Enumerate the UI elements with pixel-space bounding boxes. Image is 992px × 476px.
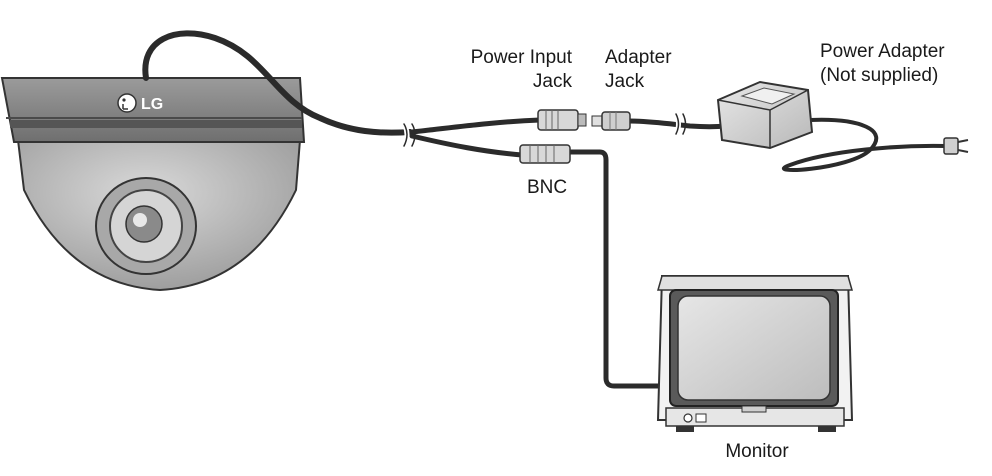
adapter-jack-label-line1: Adapter xyxy=(605,47,672,68)
dome-camera: LG xyxy=(0,77,306,292)
camera-brand-text: LG xyxy=(141,96,163,113)
adapter-jack-plug xyxy=(591,111,631,131)
monitor-label: Monitor xyxy=(702,440,812,464)
mains-plug xyxy=(943,137,969,155)
lg-logo: LG xyxy=(117,93,163,113)
monitor-device xyxy=(656,275,854,432)
camera-lens xyxy=(95,177,197,275)
bnc-cable xyxy=(409,133,525,158)
cables xyxy=(142,30,948,389)
power-adapter-label-line2: (Not supplied) xyxy=(820,65,939,86)
power-adapter-label-line1: Power Adapter xyxy=(820,41,945,62)
monitor-screen xyxy=(677,295,831,401)
camera-band xyxy=(10,120,302,128)
video-cable xyxy=(567,149,671,389)
power-input-jack-label-line1: Power Input xyxy=(470,47,572,68)
bnc-label-text: BNC xyxy=(527,177,568,198)
power-adapter xyxy=(716,80,814,150)
mains-cable xyxy=(781,117,948,172)
power-cable xyxy=(409,117,543,135)
power-input-jack-label: Power Input Jack xyxy=(430,46,572,94)
power-input-jack xyxy=(537,109,587,131)
adapter-jack-label: Adapter Jack xyxy=(605,46,672,94)
bnc-label: BNC xyxy=(527,176,567,200)
adapter-cable xyxy=(625,118,729,130)
power-input-jack-label-line2: Jack xyxy=(532,71,572,92)
bnc-connector xyxy=(519,144,571,164)
power-adapter-label: Power Adapter (Not supplied) xyxy=(820,40,945,88)
adapter-jack-label-line2: Jack xyxy=(605,71,645,92)
monitor-label-text: Monitor xyxy=(725,441,789,462)
camera-cable xyxy=(142,30,413,136)
